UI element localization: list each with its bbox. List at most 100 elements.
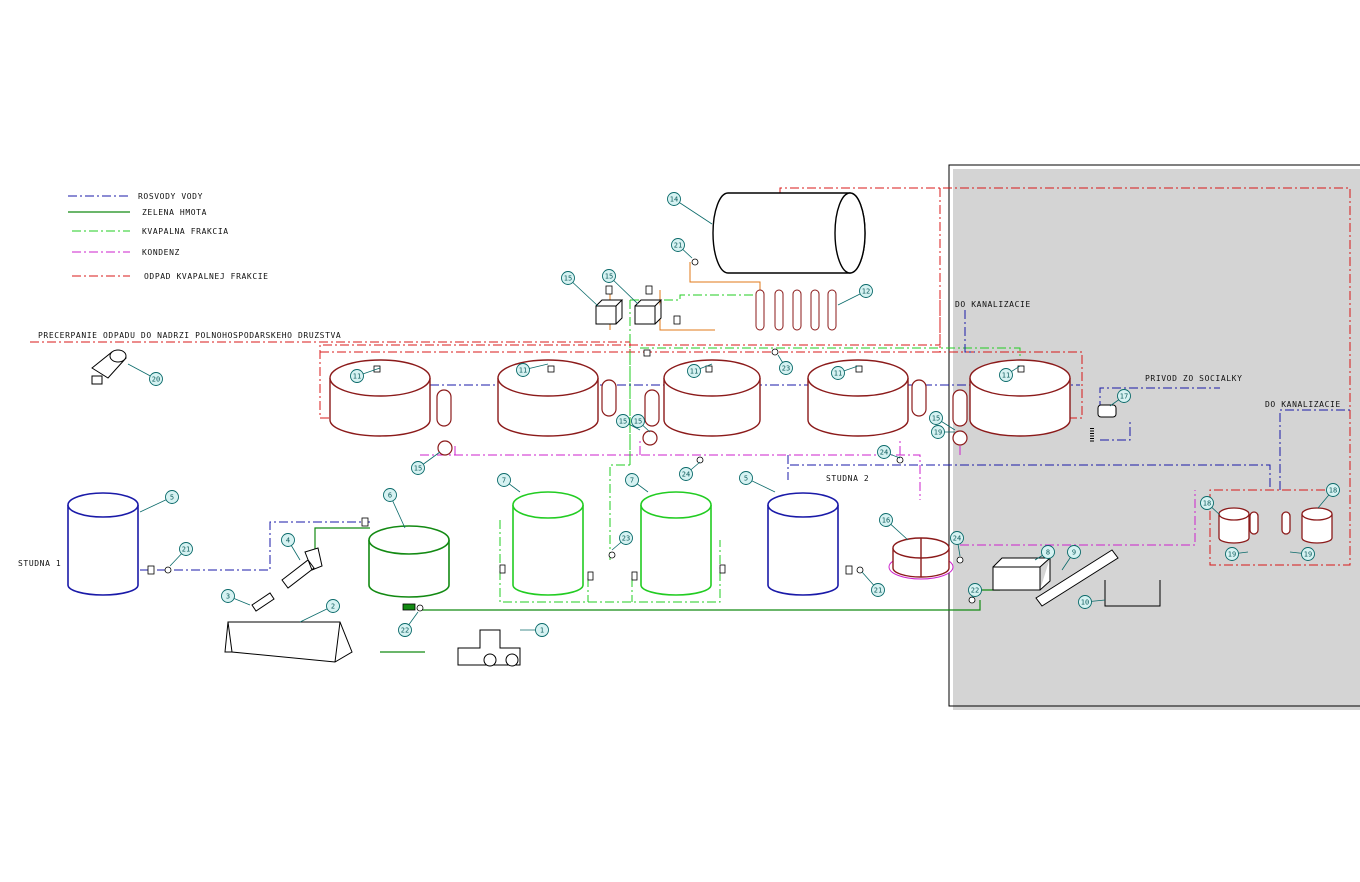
sewer-label-top: DO KANALIZACIE: [955, 300, 1031, 309]
equipment-tag-2: 2: [299, 599, 340, 623]
tag-circle: [350, 369, 364, 383]
social-label: PRIVOD ZO SOCIALKY: [1145, 374, 1243, 383]
equipment-tag-22: 22: [398, 611, 419, 637]
tag-number: 12: [862, 287, 870, 295]
tag-circle: [877, 445, 891, 459]
equipment-tag-18: 18: [1200, 496, 1221, 516]
condensate-pipe: [420, 440, 961, 500]
mixing-tank: [368, 525, 450, 598]
equipment-tag-10: 10: [1078, 595, 1106, 609]
equipment-tag-24: 24: [950, 531, 964, 557]
equipment-tag-18: 18: [1317, 483, 1340, 509]
tag-number: 15: [932, 414, 940, 422]
tag-number: 19: [1228, 550, 1236, 558]
tag-number: 1: [540, 626, 544, 634]
equipment-tag-8: 8: [1034, 545, 1055, 561]
tag-number: 11: [353, 372, 361, 380]
tag-circle: [602, 269, 616, 283]
diagram-labels: PRECERPANIE ODPADU DO NADRZI POLNOHOSPOD…: [18, 300, 1341, 568]
equipment-tag-12: 12: [837, 284, 873, 306]
tag-circle: [671, 238, 685, 252]
liquid-pipe-tanks: [499, 520, 721, 603]
sewer-label-right: DO KANALIZACIE: [1265, 400, 1341, 409]
tag-circle: [1200, 496, 1214, 510]
shredder: [281, 547, 323, 589]
tag-number: 2: [331, 602, 335, 610]
filter-boxes: [595, 299, 663, 325]
tag-circle: [1117, 389, 1131, 403]
tag-circle: [179, 542, 193, 556]
equipment-tag-9: 9: [1061, 545, 1081, 571]
fermenter-5: [969, 359, 1071, 437]
feed-trough: [224, 621, 353, 663]
tag-circle: [149, 372, 163, 386]
legend-label-green-mass: ZELENA HMOTA: [142, 208, 207, 217]
equipment-tag-19: 19: [1289, 547, 1315, 561]
equipment-tag-23: 23: [611, 531, 633, 551]
equipment-tag-14: 14: [667, 192, 713, 225]
tag-circle: [625, 473, 639, 487]
tag-circle: [1225, 547, 1239, 561]
tag-circle: [739, 471, 753, 485]
equipment-tag-24: 24: [877, 445, 901, 459]
tag-number: 3: [226, 592, 230, 600]
condenser-coils: [755, 289, 837, 331]
tag-circle: [999, 368, 1013, 382]
heat-exchangers: [436, 379, 968, 456]
well-tank-2: [767, 492, 839, 596]
tag-circle: [1078, 595, 1092, 609]
tag-leader-line: [673, 198, 713, 225]
tag-circle: [1041, 545, 1055, 559]
tag-number: 18: [1329, 486, 1337, 494]
pipelines: [30, 187, 1351, 653]
transfer-label: PRECERPANIE ODPADU DO NADRZI POLNOHOSPOD…: [38, 331, 341, 340]
tag-circle: [516, 363, 530, 377]
equipment-tag-24: 24: [679, 461, 701, 481]
container: [1104, 580, 1161, 607]
tag-number: 5: [170, 493, 174, 501]
tag-number: 18: [1203, 499, 1211, 507]
liquid-tank-2: [640, 491, 712, 596]
auger: [251, 592, 275, 612]
tag-number: 23: [622, 534, 630, 542]
equipment-tag-6: 6: [383, 488, 406, 529]
equipment-tag-11: 11: [831, 365, 859, 380]
tag-circle: [383, 488, 397, 502]
tag-circle: [616, 414, 630, 428]
equipment-tag-11: 11: [999, 365, 1021, 382]
tag-number: 15: [634, 417, 642, 425]
liquid-pipe-top: [640, 347, 1021, 358]
tag-circle: [879, 513, 893, 527]
tag-circle: [619, 531, 633, 545]
tag-number: 9: [1072, 548, 1076, 556]
equipment-tag-5: 5: [739, 471, 776, 493]
equipment-tag-15: 15: [929, 411, 956, 431]
equipment-tag-19: 19: [931, 425, 955, 439]
waste-pipe-loop: [319, 188, 941, 419]
water-pipe-social: [1099, 387, 1220, 441]
tag-number: 19: [1304, 550, 1312, 558]
tag-number: 17: [1120, 392, 1128, 400]
tag-number: 15: [605, 272, 613, 280]
tag-number: 11: [1002, 371, 1010, 379]
legend-label-liquid: KVAPALNA FRAKCIA: [142, 227, 229, 236]
equipment-tag-16: 16: [879, 513, 909, 541]
tag-number: 19: [934, 428, 942, 436]
water-pipe-sewer: [964, 310, 975, 353]
tag-number: 20: [152, 375, 160, 383]
tag-number: 21: [182, 545, 190, 553]
equipment-tag-19: 19: [1225, 547, 1249, 561]
legend-label-water: ROSVODY VODY: [138, 192, 203, 201]
tag-circle: [326, 599, 340, 613]
equipment-tag-11: 11: [687, 363, 713, 378]
tag-number: 24: [880, 448, 888, 456]
liquid-tank-1: [512, 491, 584, 596]
press-unit: [992, 557, 1052, 591]
equipment-tag-22: 22: [968, 583, 982, 599]
equipment-tag-15: 15: [561, 271, 599, 307]
tag-circle: [1067, 545, 1081, 559]
equipment-tag-15: 15: [631, 414, 651, 433]
tag-circle: [831, 366, 845, 380]
tag-number: 14: [670, 195, 678, 203]
equipment-tag-11: 11: [516, 363, 549, 377]
